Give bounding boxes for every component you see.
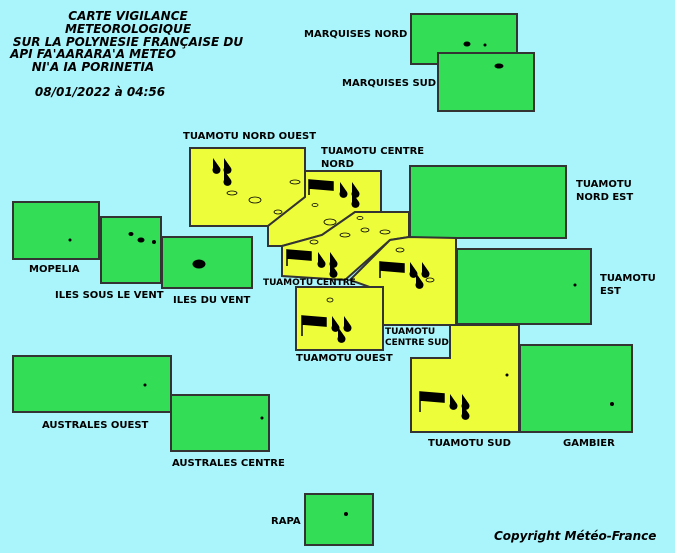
label-tuamotu-est-line2: EST	[600, 286, 621, 297]
zone-mopelia[interactable]	[12, 201, 100, 260]
rain-icon	[337, 327, 346, 343]
wind-icon	[419, 391, 445, 412]
label-tuamotu-centre-sud-line2: CENTRE SUD	[385, 338, 449, 348]
zone-rapa[interactable]	[304, 493, 374, 546]
zone-iles-sous-le-vent[interactable]	[100, 216, 162, 284]
wind-icon	[379, 261, 405, 278]
rain-icon	[351, 192, 360, 208]
label-tuamotu-centre-sud: TUAMOTU CENTRE SUD	[385, 327, 449, 349]
title-fr-line2: SUR LA POLYNESIE FRANÇAISE DU	[12, 35, 244, 49]
icons-tuamotu-centre	[286, 249, 338, 278]
zone-marquises-sud[interactable]	[437, 52, 535, 112]
wind-icon	[308, 179, 334, 195]
zone-tuamotu-sud[interactable]	[410, 324, 520, 433]
label-marquises-nord: MARQUISES NORD	[304, 29, 408, 40]
label-tuamotu-centre-nord-line2: NORD	[321, 159, 354, 170]
rain-icon	[449, 394, 458, 410]
zone-iles-du-vent[interactable]	[161, 236, 253, 289]
rain-icon	[329, 262, 338, 278]
atolls	[226, 179, 435, 303]
icons-tuamotu-ouest	[301, 315, 352, 343]
label-mopelia: MOPELIA	[29, 264, 80, 275]
copyright: Copyright Météo-France	[494, 529, 657, 543]
rain-icon	[223, 158, 232, 174]
rain-icon	[351, 182, 360, 198]
title-tahitian: API FA'AARARA'A METEO NI'A IA PORINETIA	[8, 48, 178, 74]
rain-icon	[223, 170, 232, 186]
label-rapa: RAPA	[271, 516, 301, 527]
rain-icon	[461, 394, 470, 410]
zone-tuamotu-ouest[interactable]	[295, 286, 384, 351]
icons-tuamotu-centre-sud	[379, 261, 430, 289]
rain-icon	[421, 262, 430, 278]
rain-icon	[343, 316, 352, 332]
islands	[68, 41, 614, 516]
label-tuamotu-nord-est: TUAMOTU NORD EST	[576, 179, 633, 203]
label-tuamotu-est: TUAMOTU EST	[600, 273, 656, 297]
label-tuamotu-est-line1: TUAMOTU	[600, 273, 656, 284]
label-tuamotu-centre-sud-line1: TUAMOTU	[385, 327, 436, 337]
rain-icon	[331, 316, 340, 332]
label-tuamotu-nord-ouest: TUAMOTU NORD OUEST	[183, 131, 317, 142]
label-tuamotu-centre-nord-line1: TUAMOTU CENTRE	[321, 146, 425, 157]
rain-icon	[317, 252, 326, 268]
icons-tuamotu-centre-nord	[308, 179, 360, 208]
label-tuamotu-centre: TUAMOTU CENTRE	[263, 278, 356, 288]
rain-icon	[212, 158, 221, 174]
title-tah-line2: NI'A IA PORINETIA	[31, 60, 155, 74]
rain-icon	[415, 273, 424, 289]
title-tah-line1: API FA'AARARA'A METEO	[10, 47, 176, 61]
wind-icon	[286, 249, 312, 266]
zone-tuamotu-est[interactable]	[456, 248, 592, 325]
zone-tuamotu-centre-sud[interactable]	[348, 235, 457, 326]
label-australes-centre: AUSTRALES CENTRE	[172, 458, 285, 469]
label-tuamotu-sud: TUAMOTU SUD	[428, 438, 511, 449]
title-fr: CARTE VIGILANCE METEOROLOGIQUE SUR LA PO…	[8, 10, 248, 49]
label-gambier: GAMBIER	[563, 438, 615, 449]
icons-tuamotu-sud	[419, 391, 470, 420]
zone-tuamotu-nord-est[interactable]	[409, 165, 567, 239]
label-tuamotu-centre-nord: TUAMOTU CENTRE NORD	[321, 146, 424, 170]
label-tuamotu-nord-est-line1: TUAMOTU	[576, 179, 632, 190]
rain-icon	[409, 262, 418, 278]
icons-tuamotu-nord-ouest	[212, 158, 232, 186]
rain-icon	[329, 252, 338, 268]
zone-australes-centre[interactable]	[170, 394, 270, 452]
forecast-datetime: 08/01/2022 à 04:56	[34, 85, 166, 99]
label-australes-ouest: AUSTRALES OUEST	[42, 420, 149, 431]
wind-icon	[301, 315, 327, 336]
label-tuamotu-ouest: TUAMOTU OUEST	[296, 353, 393, 364]
rain-icon	[461, 404, 470, 420]
label-marquises-sud: MARQUISES SUD	[342, 78, 437, 89]
label-tuamotu-nord-est-line2: NORD EST	[576, 192, 634, 203]
title-fr-line1: CARTE VIGILANCE METEOROLOGIQUE	[64, 9, 192, 36]
label-iles-du-vent: ILES DU VENT	[173, 295, 251, 306]
label-iles-sous-le-vent: ILES SOUS LE VENT	[55, 290, 164, 301]
rain-icon	[339, 182, 348, 198]
